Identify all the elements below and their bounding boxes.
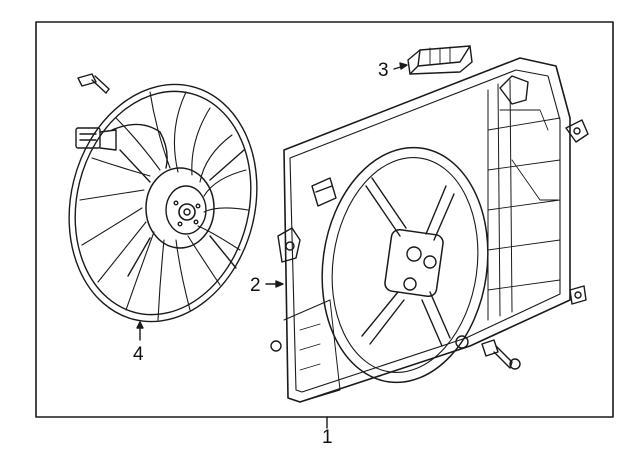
callout-2: 2 [250,275,261,296]
mount-tab-left [277,227,301,263]
shroud-spokes [361,177,455,347]
cover-clip [407,45,473,75]
motor-body [145,167,215,249]
electrical-connector [75,127,101,149]
motor-face [165,185,207,235]
bolt-top-left [77,73,110,94]
fan-outer-ring [68,83,258,323]
callout-1: 1 [322,427,333,448]
callout-3: 3 [378,60,389,81]
shroud-opening [321,146,489,384]
wire-harness [111,123,168,169]
fan-mount-arm [119,149,245,277]
bolt-bottom-right [481,339,521,370]
fan-assembly [68,73,258,323]
mount-tab-right [565,119,589,143]
fan-blades [79,91,249,321]
shroud-outer-frame [283,57,571,403]
fan-inner-ring [74,90,252,316]
motor-hub [178,203,196,221]
motor-mount [384,228,444,298]
frame-border [35,21,614,418]
fan-shroud [270,57,589,403]
callout-4: 4 [133,344,144,365]
